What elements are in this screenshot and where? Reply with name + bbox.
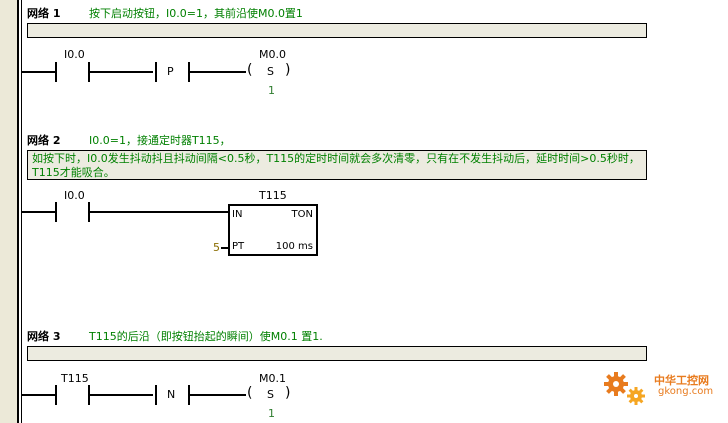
network-2-timer-label: T115 <box>259 189 287 202</box>
network-3-coil-label: M0.1 <box>259 372 286 385</box>
network-2-contact-label: I0.0 <box>64 189 85 202</box>
network-1-wire <box>22 71 55 73</box>
network-3-contact-left[interactable] <box>55 385 57 405</box>
network-2-wire <box>90 211 228 213</box>
gear-icon <box>604 372 645 405</box>
network-2-comment-box[interactable]: 如按下时，I0.0发生抖动抖且抖动间隔<0.5秒，T115的定时时间就会多次清零… <box>27 150 647 180</box>
network-2-title[interactable]: 网络 2 <box>27 134 61 147</box>
network-3-edge-right[interactable] <box>188 385 190 405</box>
network-2-wire <box>22 211 55 213</box>
timer-in-pin: IN <box>232 209 243 220</box>
timer-ton-box[interactable]: IN TON PT 100 ms <box>228 204 318 256</box>
network-3-edge-left[interactable] <box>155 385 157 405</box>
network-3-comment[interactable]: T115的后沿（即按钮抬起的瞬间）使M0.1 置1. <box>89 330 323 343</box>
network-3-wire <box>22 394 55 396</box>
network-1-edge-left[interactable] <box>155 62 157 82</box>
network-1-coil-close[interactable]: ) <box>285 62 291 78</box>
network-1-comment-box[interactable] <box>27 23 647 38</box>
editor-gutter <box>0 0 18 423</box>
network-3-comment-box[interactable] <box>27 346 647 361</box>
network-1-coil-value: 1 <box>268 84 275 97</box>
network-1-wire <box>90 71 153 73</box>
network-1-wire <box>190 71 246 73</box>
network-1-contact-right[interactable] <box>88 62 90 82</box>
network-3-wire <box>90 394 153 396</box>
network-1-contact-left[interactable] <box>55 62 57 82</box>
network-3-contact-label: T115 <box>61 372 89 385</box>
network-3-coil-value: 1 <box>268 407 275 420</box>
timer-pt-wire <box>221 247 228 249</box>
network-3-contact-right[interactable] <box>88 385 90 405</box>
network-3-coil-letter: S <box>267 388 274 401</box>
power-rail-inner <box>21 0 22 423</box>
network-1-contact-label: I0.0 <box>64 48 85 61</box>
network-3-edge-label: N <box>167 388 176 401</box>
network-2-comment[interactable]: I0.0=1，接通定时器T115， <box>89 134 231 147</box>
watermark-url: gkong.com <box>658 386 714 397</box>
network-3-title[interactable]: 网络 3 <box>27 330 61 343</box>
watermark-text: 中华工控网 <box>654 374 709 387</box>
timer-pt-pin: PT <box>232 241 245 252</box>
network-1-comment[interactable]: 按下启动按钮，I0.0=1，其前沿使M0.0置1 <box>89 7 303 20</box>
network-1-edge-right[interactable] <box>188 62 190 82</box>
watermark-logo: 中华工控网 gkong.com <box>602 368 720 408</box>
network-1-coil-open[interactable]: ( <box>247 62 253 78</box>
network-1-title[interactable]: 网络 1 <box>27 7 61 20</box>
network-1-edge-label: P <box>167 65 174 78</box>
network-3-wire <box>190 394 246 396</box>
network-1-coil-letter: S <box>267 65 274 78</box>
power-rail <box>17 0 19 423</box>
timer-time-base: 100 ms <box>275 241 313 252</box>
network-2-contact-left[interactable] <box>55 202 57 222</box>
network-2-contact-right[interactable] <box>88 202 90 222</box>
timer-preset-value[interactable]: 5 <box>213 241 220 254</box>
network-1-coil-label: M0.0 <box>259 48 286 61</box>
network-3-coil-close[interactable]: ) <box>285 385 291 401</box>
timer-type: TON <box>291 209 313 220</box>
network-3-coil-open[interactable]: ( <box>247 385 253 401</box>
